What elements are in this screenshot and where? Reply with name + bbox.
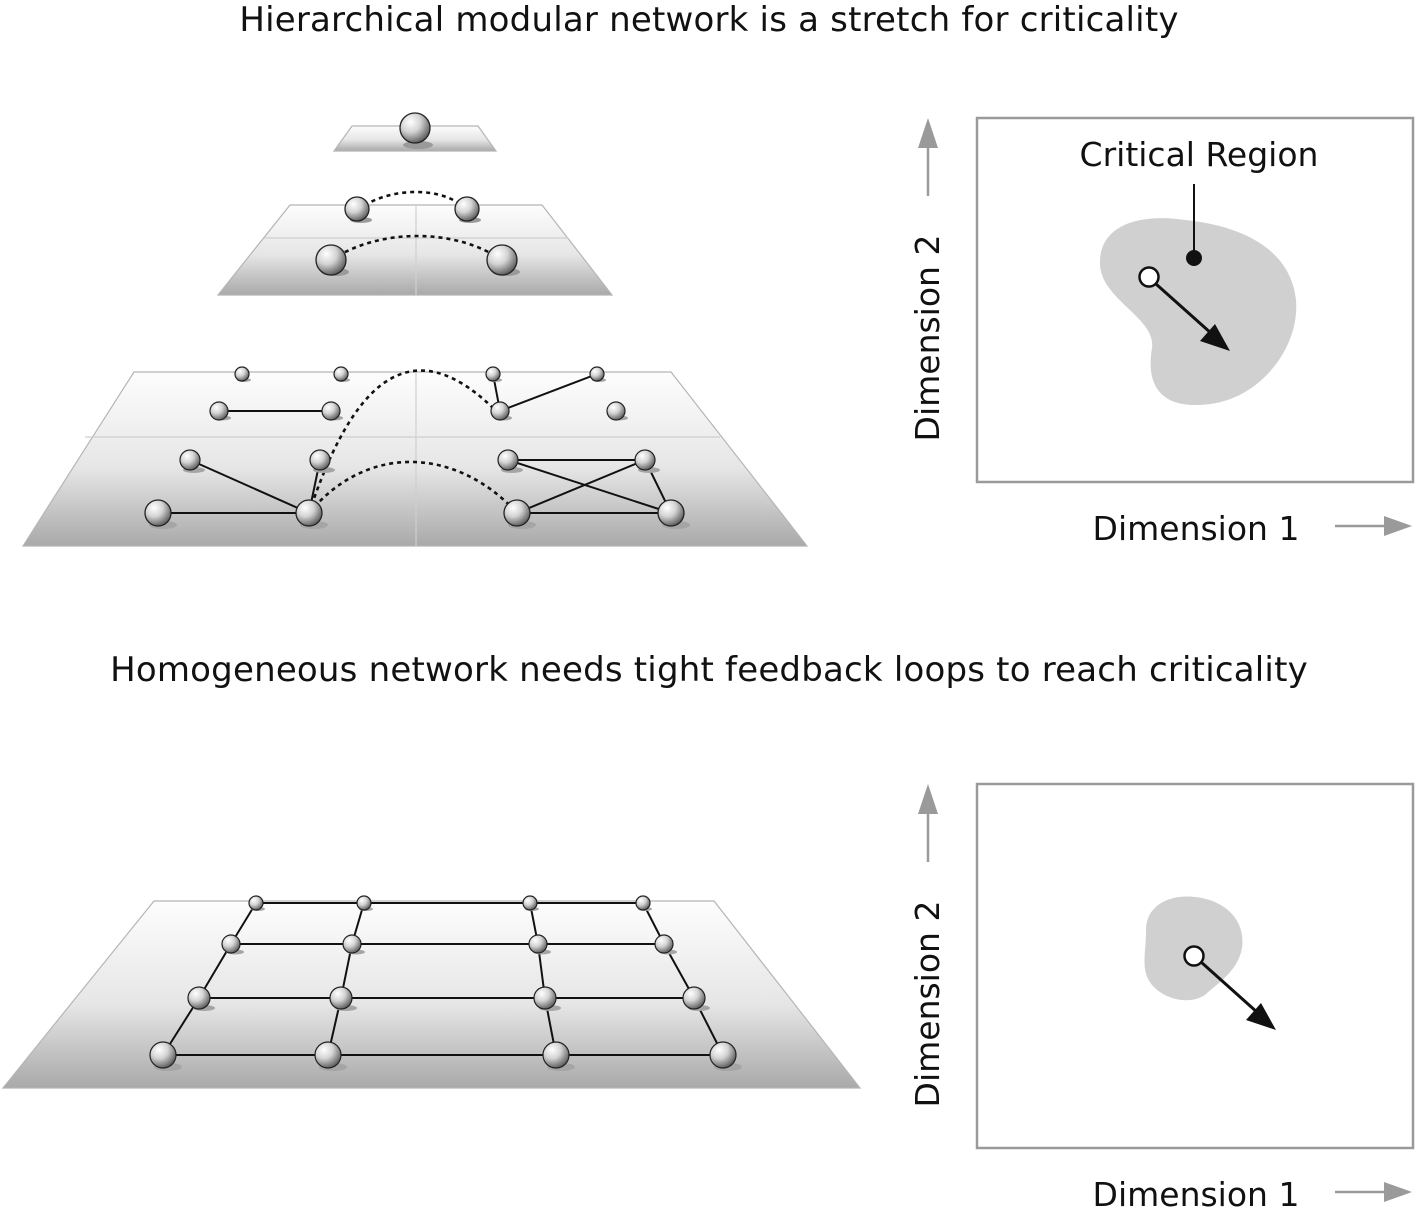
bottom-title: Homogeneous network needs tight feedback… bbox=[110, 650, 1308, 690]
top-title: Hierarchical modular network is a stretc… bbox=[239, 0, 1179, 40]
top-y-axis-arrow-icon bbox=[918, 118, 938, 196]
bottom-state-trajectory-arrow bbox=[1183, 945, 1276, 1030]
top-state-space-panel: Dimension 1 Dimension 2 Critical Region bbox=[908, 116, 1415, 548]
region-pointer-dot bbox=[1186, 250, 1202, 266]
bottom-state-space-panel: Dimension 1 Dimension 2 bbox=[908, 782, 1415, 1209]
top-x-axis-label: Dimension 1 bbox=[1093, 509, 1300, 548]
top-state-marker bbox=[1138, 266, 1160, 288]
homogeneous-network bbox=[1, 895, 862, 1089]
top-y-axis-label: Dimension 2 bbox=[908, 235, 947, 442]
top-state-trajectory-arrow bbox=[1138, 266, 1230, 351]
bottom-x-axis-label: Dimension 1 bbox=[1093, 1175, 1300, 1209]
bottom-x-axis-arrow-icon bbox=[1335, 1182, 1412, 1202]
bottom-y-axis-label: Dimension 2 bbox=[908, 901, 947, 1108]
plane-level-3 bbox=[21, 366, 809, 547]
bottom-y-axis-arrow-icon bbox=[918, 784, 938, 862]
critical-region-blob bbox=[1099, 218, 1297, 406]
top-x-axis-arrow-icon bbox=[1335, 516, 1412, 536]
critical-region-label: Critical Region bbox=[1080, 135, 1319, 174]
plane-level-1 bbox=[332, 112, 498, 152]
hierarchical-network bbox=[21, 112, 809, 547]
bottom-state-marker bbox=[1183, 945, 1205, 967]
plane-level-2 bbox=[216, 190, 614, 296]
